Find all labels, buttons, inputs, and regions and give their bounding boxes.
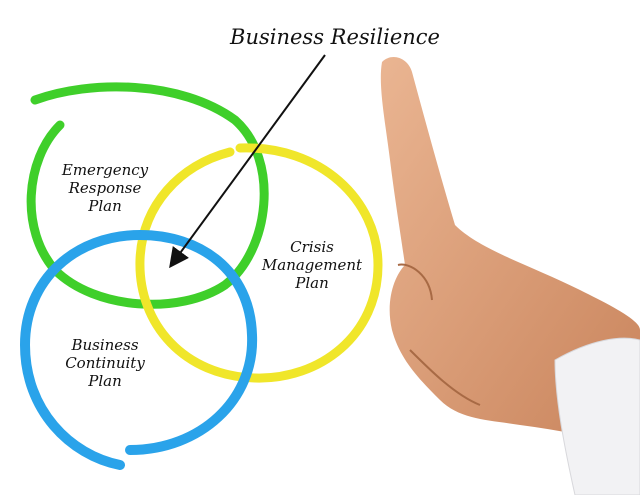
shirt-sleeve — [554, 337, 640, 495]
label-emergency-line2: Response — [68, 179, 142, 197]
label-continuity-line2: Continuity — [65, 354, 145, 372]
label-continuity-line3: Plan — [87, 372, 122, 390]
label-emergency-line3: Plan — [87, 197, 122, 215]
pointing-hand — [380, 57, 640, 495]
label-emergency-line1: Emergency — [61, 161, 149, 179]
label-crisis-line3: Plan — [294, 274, 329, 292]
arrow — [169, 54, 326, 269]
yellow-ring-crisis — [135, 143, 383, 383]
title-business-resilience: Business Resilience — [229, 25, 440, 49]
label-crisis-line2: Management — [261, 256, 363, 274]
green-ring-emergency — [26, 82, 269, 309]
blue-ring-continuity — [19, 229, 258, 470]
label-continuity-line1: Business — [70, 336, 138, 354]
label-crisis-line1: Crisis — [290, 238, 334, 256]
